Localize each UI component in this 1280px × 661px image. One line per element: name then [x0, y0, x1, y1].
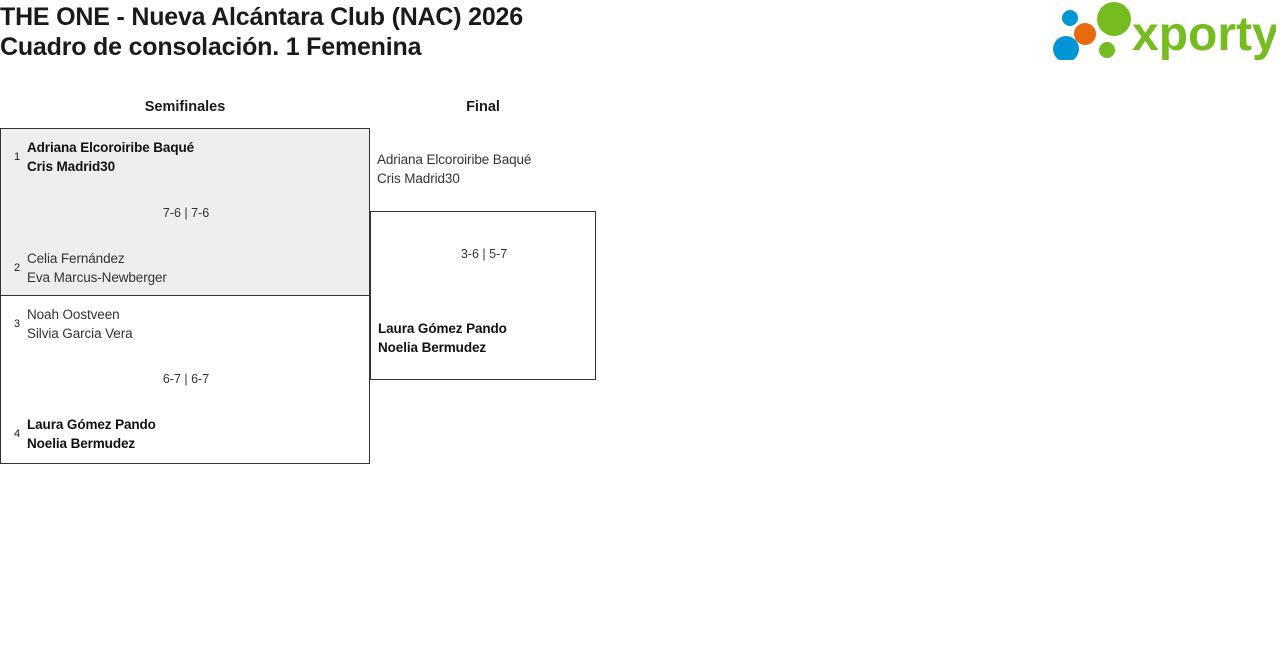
- page-title: THE ONE - Nueva Alcántara Club (NAC) 202…: [0, 3, 523, 61]
- seed-number: 2: [13, 261, 21, 274]
- xporty-logo[interactable]: xporty: [1050, 2, 1276, 60]
- logo-dot-green-small: [1099, 42, 1115, 58]
- match-final[interactable]: 3-6 | 5-7 Laura Gómez Pando Noelia Bermu…: [370, 211, 596, 380]
- match-semifinal-2-team-top[interactable]: 3 Noah Oostveen Silvia Garcia Vera: [7, 305, 133, 343]
- match-final-team-top[interactable]: Adriana Elcoroiribe Baqué Cris Madrid30: [377, 150, 531, 188]
- team-names: Adriana Elcoroiribe Baqué Cris Madrid30: [27, 140, 195, 174]
- team-names: Adriana Elcoroiribe Baqué Cris Madrid30: [377, 152, 532, 186]
- logo-dot-green-large: [1097, 2, 1131, 36]
- seed-number: 1: [13, 150, 21, 163]
- seed-number: 4: [13, 427, 21, 440]
- page-header: THE ONE - Nueva Alcántara Club (NAC) 202…: [0, 0, 1280, 86]
- xporty-logo-svg: xporty: [1053, 2, 1276, 60]
- match-semifinal-1-team-bottom[interactable]: 2 Celia Fernández Eva Marcus-Newberger: [7, 249, 167, 287]
- team-names: Laura Gómez Pando Noelia Bermudez: [27, 417, 156, 451]
- match-semifinal-1-team-top[interactable]: 1 Adriana Elcoroiribe Baqué Cris Madrid3…: [7, 138, 194, 176]
- logo-dot-blue-large: [1053, 36, 1079, 60]
- team-names: Laura Gómez Pando Noelia Bermudez: [378, 321, 507, 355]
- match-semifinal-2-score: 6-7 | 6-7: [162, 372, 210, 386]
- match-semifinal-2[interactable]: 3 Noah Oostveen Silvia Garcia Vera 6-7 |…: [0, 295, 370, 464]
- round-header-final: Final: [466, 99, 500, 115]
- logo-dot-blue-small: [1062, 10, 1078, 26]
- team-names: Celia Fernández Eva Marcus-Newberger: [27, 251, 167, 285]
- round-header-semifinals: Semifinales: [144, 99, 226, 115]
- seed-number: 3: [13, 317, 21, 330]
- match-final-score: 3-6 | 5-7: [460, 247, 508, 261]
- logo-wordmark: xporty: [1132, 8, 1276, 60]
- match-semifinal-2-team-bottom[interactable]: 4 Laura Gómez Pando Noelia Bermudez: [7, 415, 156, 453]
- match-semifinal-1[interactable]: 1 Adriana Elcoroiribe Baqué Cris Madrid3…: [0, 128, 370, 296]
- match-semifinal-1-score: 7-6 | 7-6: [162, 206, 210, 220]
- team-names: Noah Oostveen Silvia Garcia Vera: [27, 307, 133, 341]
- match-final-team-bottom[interactable]: Laura Gómez Pando Noelia Bermudez: [378, 319, 507, 357]
- logo-dot-orange: [1074, 23, 1096, 45]
